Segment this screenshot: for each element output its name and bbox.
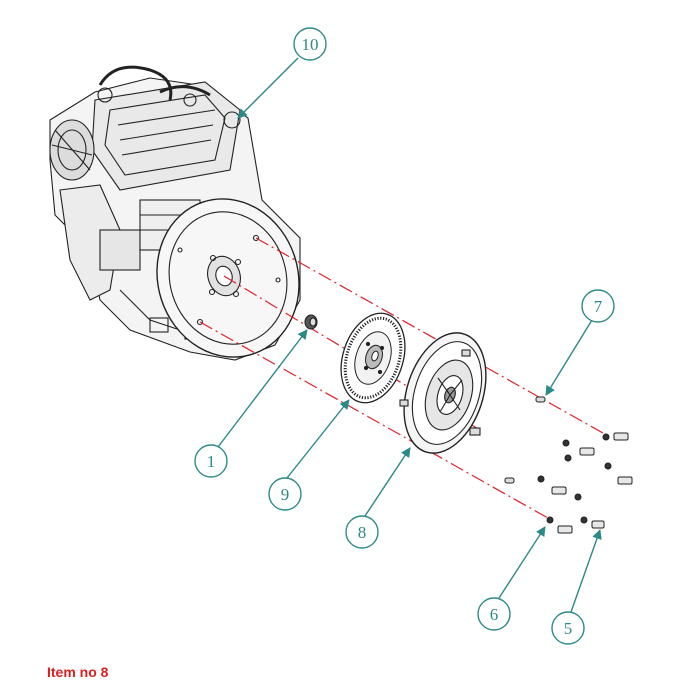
callout-leaders	[217, 57, 602, 613]
svg-text:9: 9	[281, 485, 290, 504]
svg-text:1: 1	[207, 452, 216, 471]
callout-10: 10	[293, 27, 327, 61]
callout-6: 6	[477, 597, 511, 631]
callout-5: 5	[551, 611, 585, 645]
svg-text:5: 5	[564, 619, 573, 638]
engine-assembly	[49, 65, 301, 361]
svg-text:10: 10	[302, 35, 319, 54]
dowel-pins	[504, 396, 546, 484]
svg-text:7: 7	[594, 297, 603, 316]
svg-text:6: 6	[490, 605, 499, 624]
clutch-disc	[340, 312, 406, 404]
callout-8: 8	[345, 515, 379, 549]
svg-text:8: 8	[358, 523, 367, 542]
pilot-bearing	[304, 314, 318, 330]
bolts-and-washers	[537, 432, 633, 534]
pressure-plate	[399, 332, 487, 454]
callout-9: 9	[268, 477, 302, 511]
callout-1: 1	[194, 444, 228, 478]
callout-7: 7	[581, 289, 615, 323]
item-caption: Item no 8	[47, 664, 109, 680]
